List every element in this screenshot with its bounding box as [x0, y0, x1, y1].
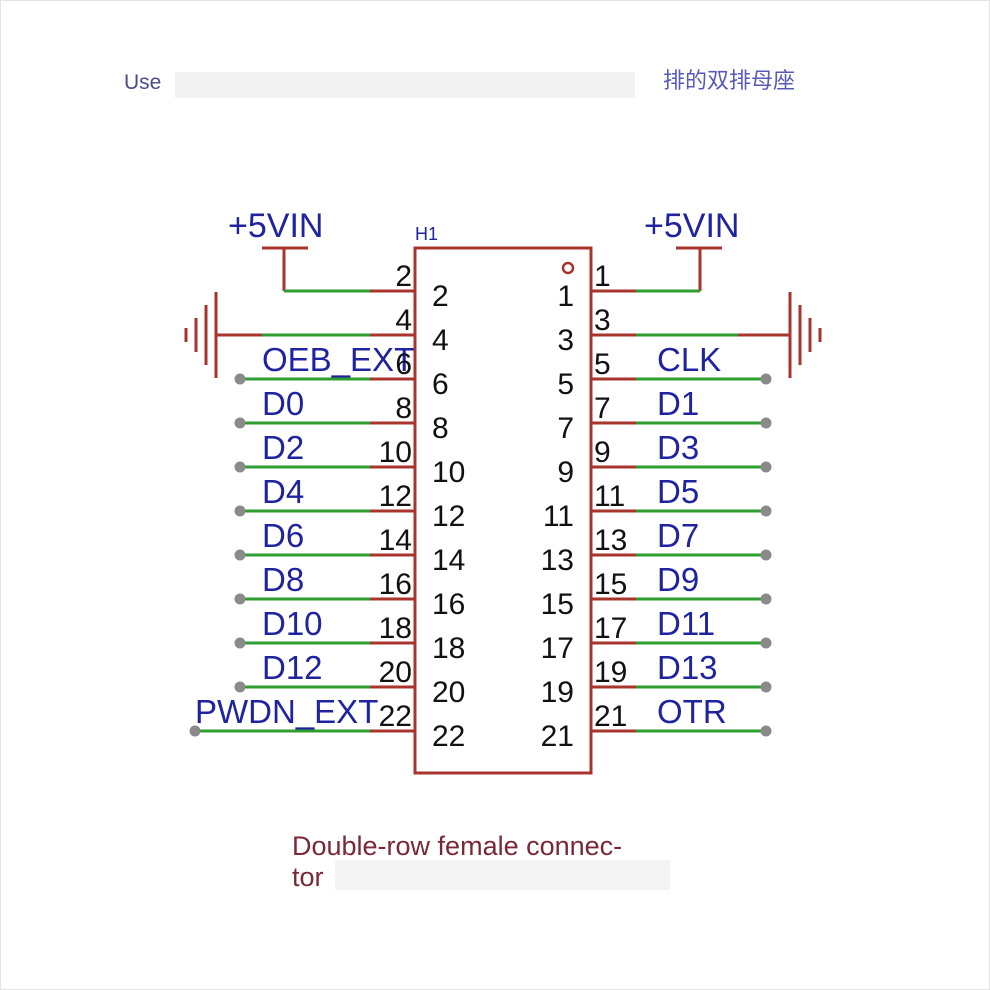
pin-number-right: 9	[594, 436, 611, 469]
net-label-right: OTR	[657, 693, 727, 730]
pin-number-left: 6	[395, 348, 412, 381]
caption-line-1: Double-row female connec-	[292, 831, 622, 861]
pin-inner-left: 10	[432, 456, 465, 489]
pin-inner-left: 22	[432, 720, 465, 753]
net-label-right: D5	[657, 473, 699, 510]
pin-number-left: 10	[379, 436, 412, 469]
net-endpoint-right	[760, 725, 772, 737]
pin-number-left: 14	[379, 524, 412, 557]
pin-inner-left: 20	[432, 676, 465, 709]
net-endpoint-right	[760, 505, 772, 517]
pin-number-right: 1	[594, 260, 611, 293]
power-label-right: +5VIN	[644, 207, 739, 245]
pin-inner-right: 15	[541, 588, 574, 621]
net-endpoint-left	[234, 417, 246, 429]
pin1-marker-icon	[561, 261, 575, 275]
net-endpoint-right	[760, 373, 772, 385]
net-endpoint-right	[760, 417, 772, 429]
blurred-caption-strip	[335, 860, 670, 890]
net-label-left: D2	[262, 429, 304, 466]
power-label-left: +5VIN	[228, 207, 323, 245]
pin-number-right: 3	[594, 304, 611, 337]
pin-inner-left: 2	[432, 280, 449, 313]
ground-symbol-left	[184, 292, 262, 378]
net-label-right: D13	[657, 649, 718, 686]
pin-number-left: 16	[379, 568, 412, 601]
net-endpoint-right	[760, 593, 772, 605]
pin-inner-right: 11	[543, 500, 574, 533]
pin-inner-right: 19	[541, 676, 574, 709]
pin-inner-left: 18	[432, 632, 465, 665]
pin-number-left: 8	[395, 392, 412, 425]
pin-number-right: 7	[594, 392, 611, 425]
net-label-left: PWDN_EXT	[195, 693, 378, 730]
pin-inner-right: 3	[557, 324, 574, 357]
net-endpoint-left	[234, 593, 246, 605]
pin-inner-left: 4	[432, 324, 449, 357]
net-endpoint-left	[234, 549, 246, 561]
net-endpoint-left	[234, 505, 246, 517]
net-endpoint-left	[234, 637, 246, 649]
pin-inner-right: 13	[541, 544, 574, 577]
pin-number-right: 13	[594, 524, 627, 557]
net-label-left: D10	[262, 605, 323, 642]
pin-inner-left: 6	[432, 368, 449, 401]
net-label-right: D11	[657, 605, 715, 642]
net-endpoint-left	[189, 725, 201, 737]
net-label-left: D0	[262, 385, 304, 422]
pin-number-left: 2	[395, 260, 412, 293]
pin-number-right: 19	[594, 656, 627, 689]
pin-number-left: 20	[379, 656, 412, 689]
net-label-left: D6	[262, 517, 304, 554]
net-label-right: D3	[657, 429, 699, 466]
pin-number-left: 22	[379, 700, 412, 733]
net-label-left: OEB_EXT	[262, 341, 414, 378]
pin-inner-left: 8	[432, 412, 449, 445]
net-endpoint-right	[760, 681, 772, 693]
pin-inner-right: 7	[557, 412, 574, 445]
component-designator: H1	[415, 224, 438, 244]
net-endpoint-left	[234, 461, 246, 473]
caption-line-2: tor	[292, 862, 324, 892]
pin-inner-right: 17	[541, 632, 574, 665]
net-endpoint-left	[234, 681, 246, 693]
pin-number-left: 12	[379, 480, 412, 513]
net-label-left: D12	[262, 649, 323, 686]
power-symbol-left	[262, 246, 308, 291]
net-endpoint-right	[760, 461, 772, 473]
pin-number-right: 17	[594, 612, 627, 645]
ground-symbol-right	[738, 292, 822, 378]
pin-number-left: 18	[379, 612, 412, 645]
power-symbol-right	[676, 246, 722, 291]
header-prefix: Use	[124, 71, 161, 94]
net-label-right: D1	[657, 385, 699, 422]
pin-number-right: 15	[594, 568, 627, 601]
net-endpoint-right	[760, 637, 772, 649]
pin-inner-right: 9	[557, 456, 574, 489]
blurred-header-strip	[175, 72, 635, 98]
net-label-right: D9	[657, 561, 699, 598]
pin-number-right: 5	[594, 348, 611, 381]
pin-number-right: 11	[594, 480, 625, 513]
pin-inner-right: 5	[557, 368, 574, 401]
pin-number-left: 4	[395, 304, 412, 337]
net-label-right: CLK	[657, 341, 721, 378]
pin-inner-left: 16	[432, 588, 465, 621]
pin-inner-left: 12	[432, 500, 465, 533]
pin-inner-right: 21	[541, 720, 574, 753]
net-label-right: D7	[657, 517, 699, 554]
net-label-left: D8	[262, 561, 304, 598]
pin-number-right: 21	[594, 700, 627, 733]
blurred-header-text: 排的双排母座	[663, 69, 795, 94]
pin-inner-right: 1	[557, 280, 574, 313]
net-endpoint-left	[234, 373, 246, 385]
net-endpoint-right	[760, 549, 772, 561]
pin-inner-left: 14	[432, 544, 465, 577]
net-label-left: D4	[262, 473, 304, 510]
